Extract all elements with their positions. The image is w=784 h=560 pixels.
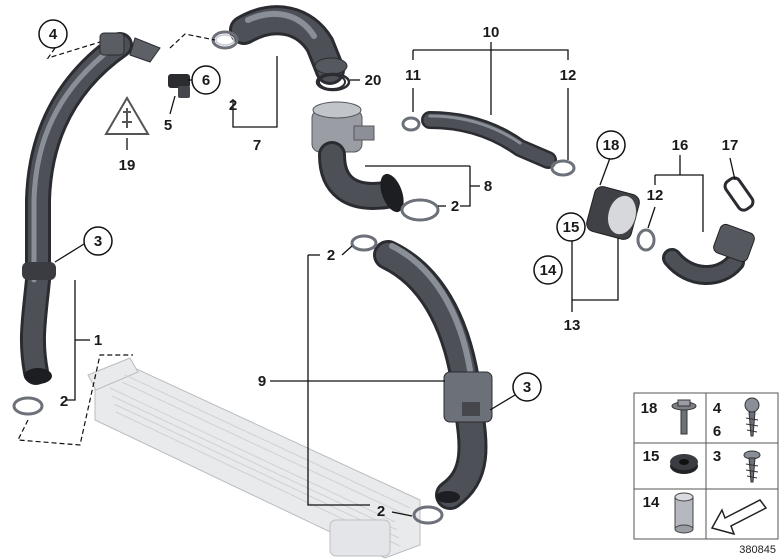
seal-ring	[723, 176, 755, 212]
legend-label-14: 14	[643, 494, 660, 511]
fastener-legend: 18 4 6 15 3 14	[633, 392, 779, 540]
charge-air-hose-16	[662, 223, 755, 285]
legend-label-18: 18	[641, 400, 658, 417]
label-17: 17	[722, 137, 739, 154]
sensor	[168, 74, 190, 98]
intercooler	[87, 357, 421, 559]
legend-label-15: 15	[643, 448, 660, 465]
hose-clamps	[12, 30, 656, 525]
label-15: 15	[563, 219, 580, 236]
part-labels: 4 6 5 19 2 7 20 10 11 12 8 2 18 16 17 12…	[38, 19, 739, 520]
label-2c: 2	[60, 393, 68, 410]
callout-circle	[596, 130, 626, 160]
o-ring	[315, 72, 351, 92]
callout-circle	[533, 255, 563, 285]
bolt-icon	[671, 399, 697, 435]
valve-housing	[311, 101, 404, 213]
label-13: 13	[564, 317, 581, 334]
charge-air-pipe-1	[19, 32, 161, 385]
label-5: 5	[164, 117, 172, 134]
charge-air-hose-10	[421, 111, 557, 169]
label-12b: 12	[647, 187, 664, 204]
label-11: 11	[405, 67, 421, 84]
label-2e: 2	[377, 503, 385, 520]
label-12a: 12	[560, 67, 577, 84]
bypass-valve	[586, 186, 640, 240]
charge-air-pipe-7	[229, 5, 348, 90]
legend-label-4: 4	[713, 400, 722, 417]
legend-label-3: 3	[713, 448, 721, 465]
label-2a: 2	[229, 97, 237, 114]
label-16: 16	[672, 137, 689, 154]
callout-circle	[556, 212, 586, 242]
label-3a: 3	[94, 233, 102, 250]
label-2b: 2	[451, 198, 459, 215]
screw-icon	[744, 397, 760, 437]
leader-lines	[17, 33, 736, 517]
diagram-reference-number: 380845	[739, 544, 776, 556]
label-4: 4	[49, 26, 58, 43]
screw-icon	[743, 450, 761, 483]
grommet-icon	[670, 454, 698, 474]
callout-circle	[512, 372, 542, 402]
label-6: 6	[202, 72, 210, 89]
legend-label-6: 6	[713, 423, 721, 440]
label-8: 8	[484, 178, 492, 195]
charge-air-pipe-9	[373, 240, 493, 510]
label-14: 14	[540, 262, 557, 279]
label-20: 20	[365, 72, 382, 89]
label-9: 9	[258, 373, 266, 390]
label-2d: 2	[327, 247, 335, 264]
callout-circle	[38, 19, 68, 49]
label-18: 18	[603, 137, 620, 154]
label-19: 19	[119, 157, 136, 174]
arrow-icon	[710, 499, 768, 536]
label-3b: 3	[523, 379, 531, 396]
callout-circle	[191, 65, 221, 95]
callout-circle	[83, 226, 113, 256]
spacer-sleeve-icon	[674, 492, 694, 534]
warning-sign-icon	[104, 96, 150, 135]
label-7: 7	[253, 137, 261, 154]
label-10: 10	[483, 24, 500, 41]
label-1: 1	[94, 332, 102, 349]
